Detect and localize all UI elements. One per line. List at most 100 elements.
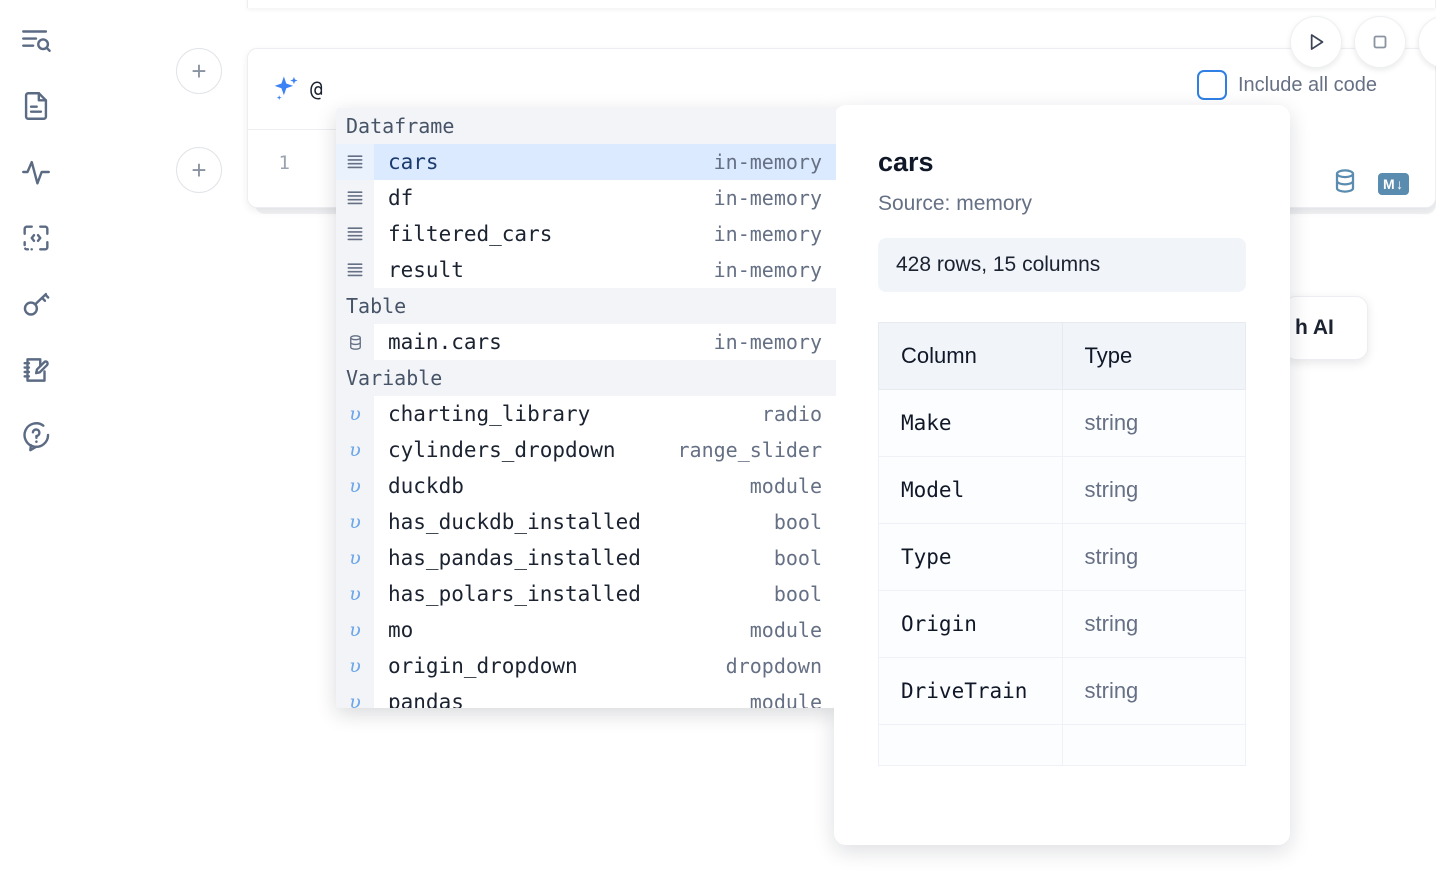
doc-column-type: string [1061, 456, 1246, 524]
doc-column-type [1061, 724, 1246, 766]
autocomplete-item-type: in-memory [713, 330, 822, 354]
add-cell-above-button[interactable]: + [176, 48, 222, 94]
autocomplete-item-type: module [749, 474, 822, 498]
ai-prompt-input[interactable] [306, 68, 1170, 109]
autocomplete-item-label: origin_dropdown [388, 654, 578, 678]
autocomplete-item-type: in-memory [713, 222, 822, 246]
dataframe-icon [336, 216, 374, 252]
key-icon[interactable] [14, 282, 58, 326]
autocomplete-section-header: Table [336, 288, 836, 324]
add-cell-below-button[interactable]: + [176, 147, 222, 193]
dataframe-icon [336, 180, 374, 216]
generate-with-ai-label: h AI [1295, 316, 1334, 339]
autocomplete-item[interactable]: main.cars in-memory [336, 324, 836, 360]
autocomplete-item[interactable]: υ has_duckdb_installed bool [336, 504, 836, 540]
cell-tools: M↓ [1330, 166, 1409, 201]
more-actions-button[interactable] [1418, 16, 1436, 68]
variable-icon: υ [336, 468, 374, 504]
table-row [878, 724, 1246, 766]
ai-prompt-row [248, 49, 1170, 128]
doc-column-name: Type [878, 523, 1063, 591]
autocomplete-item-type: in-memory [713, 258, 822, 282]
doc-column-type: string [1061, 657, 1246, 725]
autocomplete-item-label: cylinders_dropdown [388, 438, 616, 462]
doc-title: cars [878, 147, 934, 177]
activity-pulse-icon[interactable] [14, 150, 58, 194]
dataframe-icon [336, 144, 374, 180]
doc-column-type: string [1061, 389, 1246, 457]
autocomplete-item-type: bool [773, 582, 822, 606]
autocomplete-item[interactable]: υ has_polars_installed bool [336, 576, 836, 612]
code-brackets-icon[interactable] [14, 216, 58, 260]
doc-column-name: Make [878, 389, 1063, 457]
database-icon [336, 324, 374, 360]
variable-icon: υ [336, 432, 374, 468]
help-chat-icon[interactable] [14, 414, 58, 458]
file-text-icon[interactable] [14, 84, 58, 128]
doc-table-header-cell: Type [1061, 322, 1246, 390]
autocomplete-item-label: duckdb [388, 474, 464, 498]
ai-sparkle-icon [266, 72, 306, 106]
notebook-edit-icon[interactable] [14, 348, 58, 392]
autocomplete-item-label: has_polars_installed [388, 582, 641, 606]
include-all-code-row[interactable]: Include all code [1197, 70, 1377, 100]
markdown-icon[interactable]: M↓ [1378, 172, 1409, 195]
autocomplete-section-header: Variable [336, 360, 836, 396]
variable-icon: υ [336, 612, 374, 648]
variable-icon: υ [336, 396, 374, 432]
autocomplete-item-label: has_pandas_installed [388, 546, 641, 570]
stop-cell-button[interactable] [1354, 16, 1406, 68]
autocomplete-item-type: bool [773, 510, 822, 534]
autocomplete-item-type: module [749, 690, 822, 708]
completion-documentation-panel: cars Source: memory 428 rows, 15 columns… [834, 105, 1290, 845]
dataframe-icon [336, 252, 374, 288]
variable-icon: υ [336, 648, 374, 684]
autocomplete-item-type: module [749, 618, 822, 642]
doc-column-name: DriveTrain [878, 657, 1063, 725]
doc-column-name [878, 724, 1063, 766]
autocomplete-item[interactable]: result in-memory [336, 252, 836, 288]
autocomplete-item-type: in-memory [713, 150, 822, 174]
line-number: 1 [278, 152, 290, 174]
autocomplete-item-label: charting_library [388, 402, 591, 426]
variable-icon: υ [336, 540, 374, 576]
autocomplete-item-label: filtered_cars [388, 222, 553, 246]
autocomplete-item-label: df [388, 186, 414, 210]
include-all-code-label: Include all code [1238, 73, 1377, 96]
autocomplete-item-label: result [388, 258, 464, 282]
doc-column-type: string [1061, 590, 1246, 658]
variable-icon: υ [336, 504, 374, 540]
generate-with-ai-button[interactable]: h AI [1284, 296, 1368, 360]
run-cell-button[interactable] [1290, 16, 1342, 68]
autocomplete-item-label: mo [388, 618, 414, 642]
autocomplete-item[interactable]: υ has_pandas_installed bool [336, 540, 836, 576]
doc-column-name: Model [878, 456, 1063, 524]
autocomplete-item-label: has_duckdb_installed [388, 510, 641, 534]
include-all-code-checkbox[interactable] [1197, 70, 1227, 100]
explore-search-icon[interactable] [14, 18, 58, 62]
autocomplete-item-type: bool [773, 546, 822, 570]
database-icon[interactable] [1330, 166, 1360, 201]
doc-column-type: string [1061, 523, 1246, 591]
doc-column-name: Origin [878, 590, 1063, 658]
autocomplete-item[interactable]: filtered_cars in-memory [336, 216, 836, 252]
autocomplete-item-label: main.cars [388, 330, 502, 354]
doc-source: Source: memory [878, 192, 1033, 215]
variable-icon: υ [336, 576, 374, 612]
cell-run-controls [1290, 16, 1436, 68]
